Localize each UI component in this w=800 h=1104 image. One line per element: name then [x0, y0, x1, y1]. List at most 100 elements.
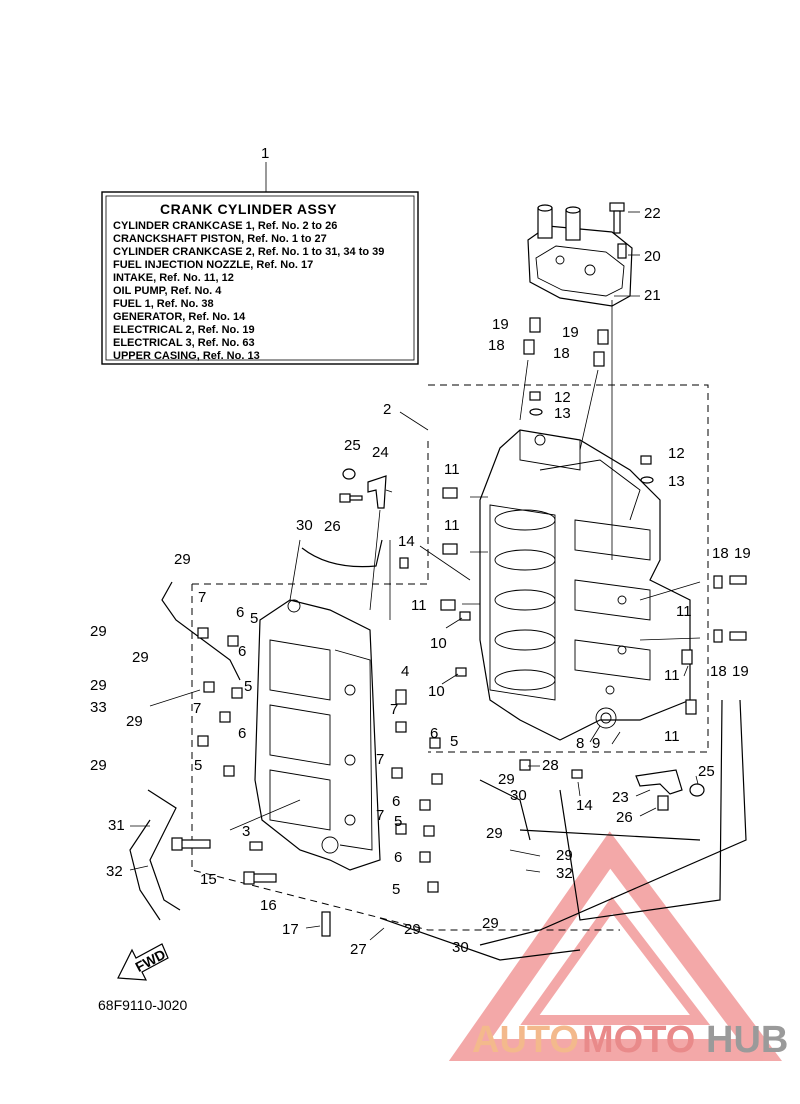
callout-label: 6	[238, 725, 246, 742]
callout-label: 30	[296, 517, 313, 534]
bolt-15	[171, 837, 211, 851]
callout-label: 14	[398, 533, 415, 550]
callout-label: 6	[394, 849, 402, 866]
pin-4	[395, 689, 407, 705]
callout-label: 26	[616, 809, 633, 826]
fitting-11	[440, 599, 456, 611]
callout-label: 25	[698, 763, 715, 780]
callout-label: 20	[644, 248, 661, 265]
fitting-11	[442, 543, 458, 555]
callout-label: 12	[668, 445, 685, 462]
callout-label: 31	[108, 817, 125, 834]
watermark-text-auto: AUTO	[472, 1019, 579, 1061]
dowel-3	[249, 841, 263, 851]
callout-label: 27	[350, 941, 367, 958]
callout-label: 29	[174, 551, 191, 568]
callout-label: 16	[260, 897, 277, 914]
assembly-line: GENERATOR, Ref. No. 14	[113, 311, 246, 323]
watermark-text-moto: MOTO	[582, 1019, 695, 1061]
callout-label: 19	[732, 663, 749, 680]
callout-label: 28	[542, 757, 559, 774]
screw-19	[597, 329, 609, 345]
callout-label: 7	[376, 751, 384, 768]
bolt-26	[339, 493, 363, 503]
callout-label: 11	[664, 728, 680, 745]
callout-label: 6	[430, 725, 438, 742]
callout-label: 29	[556, 847, 573, 864]
callout-label: 29	[90, 623, 107, 640]
sensor-18	[713, 575, 723, 589]
washer-13	[529, 408, 543, 416]
callout-label: 5	[392, 881, 400, 898]
callout-label: 11	[444, 517, 460, 534]
callout-label: 11	[676, 603, 692, 620]
hose-30	[301, 539, 383, 568]
leader-lines	[129, 359, 701, 941]
callout-label: 22	[644, 205, 661, 222]
callout-label: 32	[556, 865, 573, 882]
assembly-line: INTAKE, Ref. No. 11, 12	[113, 272, 234, 284]
watermark-logo	[448, 831, 782, 1061]
callout-label: 29	[486, 825, 503, 842]
callout-label: 5	[394, 813, 402, 830]
callout-label: 30	[452, 939, 469, 956]
callout-label: 26	[324, 518, 341, 535]
callout-label: 29	[404, 921, 421, 938]
callout-label: 5	[244, 678, 252, 695]
assembly-title: CRANK CYLINDER ASSY	[160, 201, 337, 217]
callout-label: 19	[734, 545, 751, 562]
assembly-line: FUEL INJECTION NOZZLE, Ref. No. 17	[113, 259, 313, 271]
callout-label: 7	[193, 700, 201, 717]
diagram-code: 68F9110-J020	[98, 997, 187, 1013]
fitting-11	[685, 699, 697, 715]
callout-label: 9	[592, 735, 600, 752]
callout-label: 3	[242, 823, 250, 840]
dashed-group-outline	[191, 384, 709, 931]
callout-label: 32	[106, 863, 123, 880]
callout-label: 5	[450, 733, 458, 750]
callout-label: 13	[554, 405, 571, 422]
callout-label: 8	[576, 735, 584, 752]
callout-label: 11	[411, 597, 427, 614]
callout-label: 29	[126, 713, 143, 730]
callout-label: 12	[554, 389, 571, 406]
assembly-info-box	[101, 162, 419, 365]
callout-labels: 22 20 21 19 19 18 18 2 12 13 25 24 26 11…	[90, 205, 751, 958]
callout-label: 5	[250, 610, 258, 627]
sensor-18	[713, 629, 723, 643]
assembly-line: CRANCKSHAFT PISTON, Ref. No. 1 to 27	[113, 233, 327, 245]
plug-row	[197, 627, 443, 893]
callout-label: 29	[498, 771, 515, 788]
callout-label: 17	[282, 921, 299, 938]
callout-label: 29	[132, 649, 149, 666]
hose-29-30	[479, 699, 747, 946]
hose-31-32	[129, 789, 181, 921]
plug-28	[519, 759, 531, 771]
assembly-line: ELECTRICAL 3, Ref. No. 63	[113, 337, 255, 349]
screw-19	[729, 631, 747, 641]
callout-label: 10	[428, 683, 445, 700]
crankcase-half	[254, 599, 381, 871]
bolt-16	[243, 871, 277, 885]
callout-label: 11	[444, 461, 460, 478]
callout-label: 19	[492, 316, 509, 333]
assembly-line: CYLINDER CRANKCASE 2, Ref. No. 1 to 31, …	[113, 246, 384, 258]
callout-label: 18	[553, 345, 570, 362]
callout-label: 18	[488, 337, 505, 354]
fitting-12	[529, 391, 541, 401]
cylinder-block	[479, 429, 691, 741]
screw-19	[729, 575, 747, 585]
watermark-text-hub: HUB	[706, 1019, 788, 1061]
callout-label: 2	[383, 401, 391, 418]
sensor-18	[593, 351, 605, 367]
callout-label: 6	[236, 604, 244, 621]
bracket-23	[635, 769, 683, 795]
callout-label: 4	[401, 663, 409, 680]
bolt-22	[609, 202, 640, 234]
nozzle-10	[459, 611, 471, 621]
callout-label: 7	[376, 807, 384, 824]
assembly-line: ELECTRICAL 2, Ref. No. 19	[113, 324, 255, 336]
bolt-26	[657, 795, 669, 811]
hose-29	[161, 581, 241, 681]
callout-label: 18	[710, 663, 727, 680]
